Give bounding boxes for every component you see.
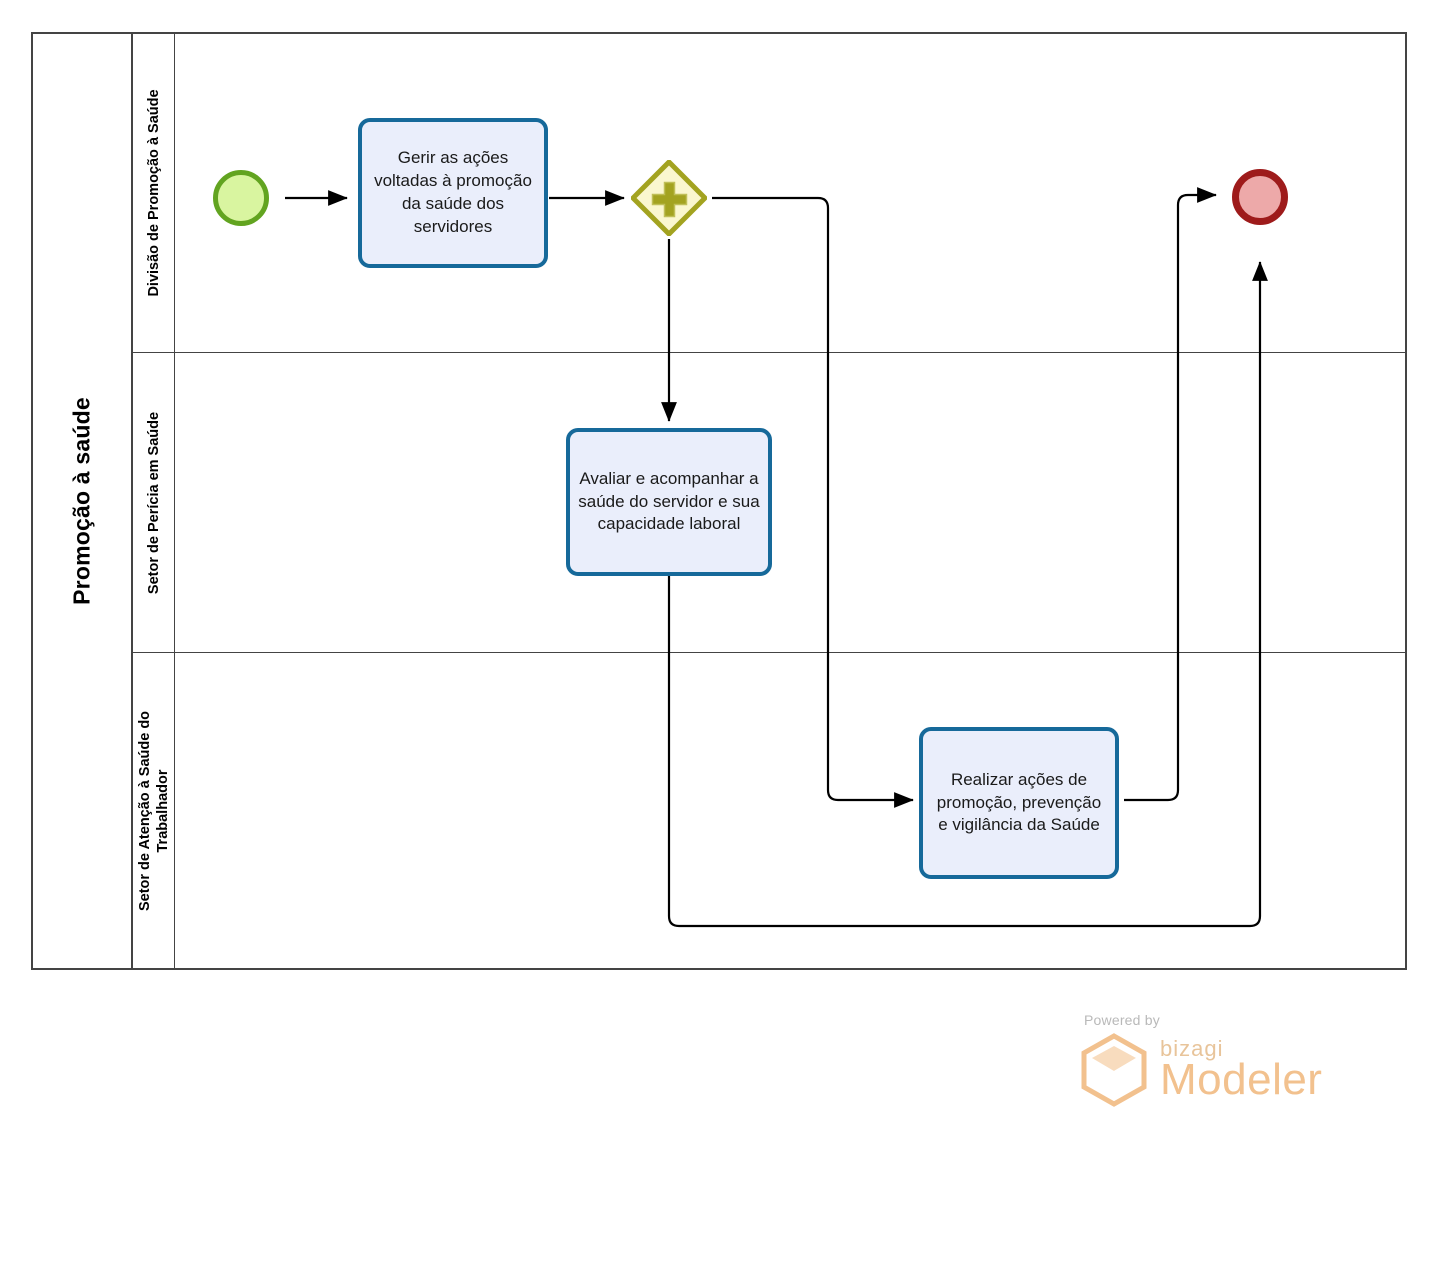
modeler-wordmark: Modeler (1160, 1055, 1323, 1104)
lane-header-0: Divisão de Promoção à Saúde (133, 34, 175, 352)
lane-body-1 (175, 353, 1405, 652)
lane-divisao-de-promocao-a-saude[interactable]: Divisão de Promoção à Saúde (133, 34, 1405, 352)
task-gerir-acoes[interactable]: Gerir as ações voltadas à promoção da sa… (358, 118, 548, 268)
task-avaliar-acompanhar[interactable]: Avaliar e acompanhar a saúde do servidor… (566, 428, 772, 576)
bizagi-branding: Powered by bizagi Modeler (1078, 1012, 1338, 1108)
lane-body-2 (175, 653, 1405, 968)
lane-title-0: Divisão de Promoção à Saúde (145, 89, 162, 297)
parallel-plus-icon (651, 181, 688, 218)
lane-setor-de-atencao-a-saude-do-trabalhador[interactable]: Setor de Atenção à Saúde do Trabalhador (133, 652, 1405, 968)
bizagi-hexagon-logo (1081, 1033, 1147, 1107)
powered-by-label: Powered by (1084, 1012, 1160, 1028)
pool-title: Promoção à saúde (68, 397, 95, 605)
lane-title-1: Setor de Perícia em Saúde (145, 411, 162, 594)
end-event[interactable] (1232, 169, 1288, 225)
lane-header-1: Setor de Perícia em Saúde (133, 353, 175, 652)
lane-header-2: Setor de Atenção à Saúde do Trabalhador (133, 653, 175, 968)
parallel-gateway[interactable] (629, 158, 709, 238)
bizagi-wordmark: bizagi (1160, 1036, 1224, 1061)
lane-title-2: Setor de Atenção à Saúde do Trabalhador (136, 710, 171, 911)
task-realizar-acoes[interactable]: Realizar ações de promoção, prevenção e … (919, 727, 1119, 879)
pool-header: Promoção à saúde (33, 34, 133, 968)
start-event[interactable] (213, 170, 269, 226)
